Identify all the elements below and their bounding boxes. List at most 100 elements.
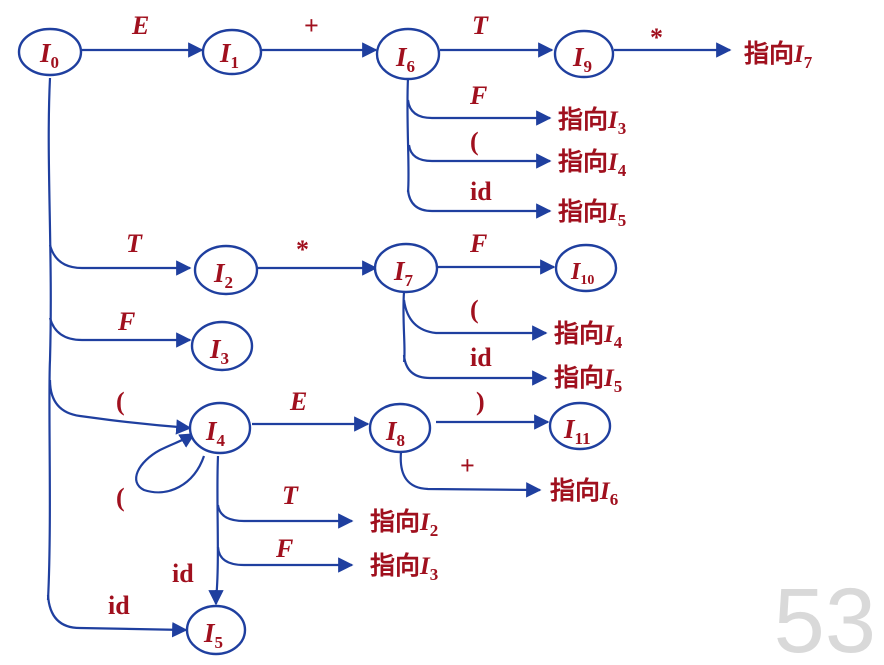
ref-to-I7: 指向I7 [744, 39, 813, 72]
node-I2[interactable]: I2 [193, 244, 259, 296]
svg-text:I5: I5 [203, 618, 223, 652]
svg-text:I2: I2 [213, 258, 233, 292]
node-letter: I [572, 42, 585, 72]
node-I6[interactable]: I6 [375, 27, 441, 81]
node-I0[interactable]: I0 [17, 27, 83, 77]
edge-label-I6-I9: T [472, 11, 489, 40]
svg-text:I3: I3 [209, 334, 229, 368]
edge-I6-F [406, 99, 552, 126]
edge-label-I9-ref: * [650, 23, 663, 52]
node-subscript: 7 [405, 271, 414, 290]
edge-label-I0-id: id [108, 591, 130, 620]
node-I8[interactable]: I8 [368, 402, 432, 454]
references: 指向I7 指向I3 指向I4 指向I5 指向I4 指向I5 指向I6 指向I2 … [370, 39, 813, 584]
svg-text:I8: I8 [385, 416, 405, 450]
node-subscript: 1 [231, 53, 240, 72]
ref-to-I2-from-I4: 指向I2 [370, 507, 438, 540]
node-I10[interactable]: I10 [554, 243, 618, 293]
edge-I0-I5 [46, 594, 188, 638]
svg-text:I1: I1 [219, 38, 239, 72]
edge-label-I0-I1: E [131, 11, 149, 40]
edge-I4-T [216, 504, 354, 529]
node-subscript: 4 [217, 431, 226, 450]
ref-to-I4-from-I6: 指向I4 [558, 147, 627, 180]
svg-text:I9: I9 [572, 42, 592, 76]
node-letter: I [570, 259, 582, 285]
edge-I4-self [135, 433, 206, 494]
node-I3[interactable]: I3 [190, 320, 254, 372]
edge-label-I4-I8: E [289, 387, 307, 416]
page-number: 53 [774, 570, 876, 665]
node-I7[interactable]: I7 [373, 242, 439, 294]
edge-label-I0-I4: ( [116, 387, 125, 416]
edge-I6-id [406, 189, 552, 219]
edge-label-I6-id: id [470, 177, 492, 206]
edge-I6-lp [407, 144, 552, 169]
edge-label-I6-F: F [469, 81, 487, 110]
ref-to-I3-from-I6: 指向I3 [558, 105, 626, 138]
edge-I4-trunk [214, 455, 220, 601]
node-I5[interactable]: I5 [185, 604, 247, 656]
edge-label-I4-id: id [172, 559, 194, 588]
edge-label-I4-T: T [282, 481, 299, 510]
edges [46, 42, 732, 638]
node-I9[interactable]: I9 [553, 29, 615, 79]
node-subscript: 10 [580, 273, 594, 288]
node-letter: I [213, 258, 226, 288]
node-subscript: 2 [225, 273, 234, 292]
node-letter: I [219, 38, 232, 68]
node-letter: I [563, 414, 576, 444]
node-letter: I [205, 416, 218, 446]
edge-label-I7-I10: F [469, 229, 487, 258]
node-I1[interactable]: I1 [201, 28, 263, 76]
edge-label-I4-self: ( [116, 483, 125, 512]
node-letter: I [203, 618, 216, 648]
edge-label-I0-I2: T [126, 229, 143, 258]
svg-text:I0: I0 [39, 38, 59, 72]
edge-I0-trunk [46, 77, 52, 601]
edge-label-I7-lp: ( [470, 295, 479, 324]
svg-text:I4: I4 [205, 416, 226, 450]
edge-label-I1-I6: + [304, 11, 319, 40]
edge-label-I7-id: id [470, 343, 492, 372]
node-subscript: 11 [575, 429, 591, 448]
node-letter: I [39, 38, 52, 68]
node-I4[interactable]: I4 [188, 401, 252, 455]
edge-I4-F [216, 546, 354, 573]
ref-to-I4-from-I7: 指向I4 [554, 319, 623, 352]
ref-to-I3-from-I4: 指向I3 [370, 551, 438, 584]
node-letter: I [385, 416, 398, 446]
node-subscript: 3 [221, 349, 230, 368]
node-letter: I [209, 334, 222, 364]
node-letter: I [395, 42, 408, 72]
svg-text:I11: I11 [563, 414, 591, 448]
edge-label-I8-I11: ) [476, 387, 485, 416]
svg-text:I10: I10 [570, 259, 594, 288]
edge-labels: E + T * F ( id T * F ( id F ( E ) + ( T … [108, 11, 663, 620]
edge-label-I0-I3: F [117, 307, 135, 336]
edge-I6-trunk [406, 77, 410, 193]
edge-I7-lp [402, 299, 548, 341]
node-I11[interactable]: I11 [548, 401, 612, 451]
edge-label-I8-plus: + [460, 451, 475, 480]
node-subscript: 6 [407, 57, 416, 76]
edge-label-I6-lp: ( [470, 127, 479, 156]
node-subscript: 5 [215, 633, 224, 652]
node-subscript: 8 [397, 431, 406, 450]
ref-to-I5-from-I6: 指向I5 [558, 197, 626, 230]
edge-I0-I3 [48, 317, 192, 348]
edge-I8-plus [399, 451, 542, 498]
edge-label-I2-I7: * [296, 235, 309, 264]
node-subscript: 9 [584, 57, 593, 76]
ref-to-I6-from-I8: 指向I6 [550, 476, 618, 509]
ref-to-I5-from-I7: 指向I5 [554, 363, 622, 396]
edge-I0-I4 [48, 379, 192, 435]
nodes: I0 I1 I6 I9 I2 I7 I10 I3 [17, 27, 618, 656]
svg-text:I6: I6 [395, 42, 415, 76]
svg-text:I7: I7 [393, 256, 414, 290]
node-letter: I [393, 256, 406, 286]
node-subscript: 0 [51, 53, 60, 72]
edge-label-I4-F: F [275, 534, 293, 563]
edge-I7-id [402, 354, 548, 386]
